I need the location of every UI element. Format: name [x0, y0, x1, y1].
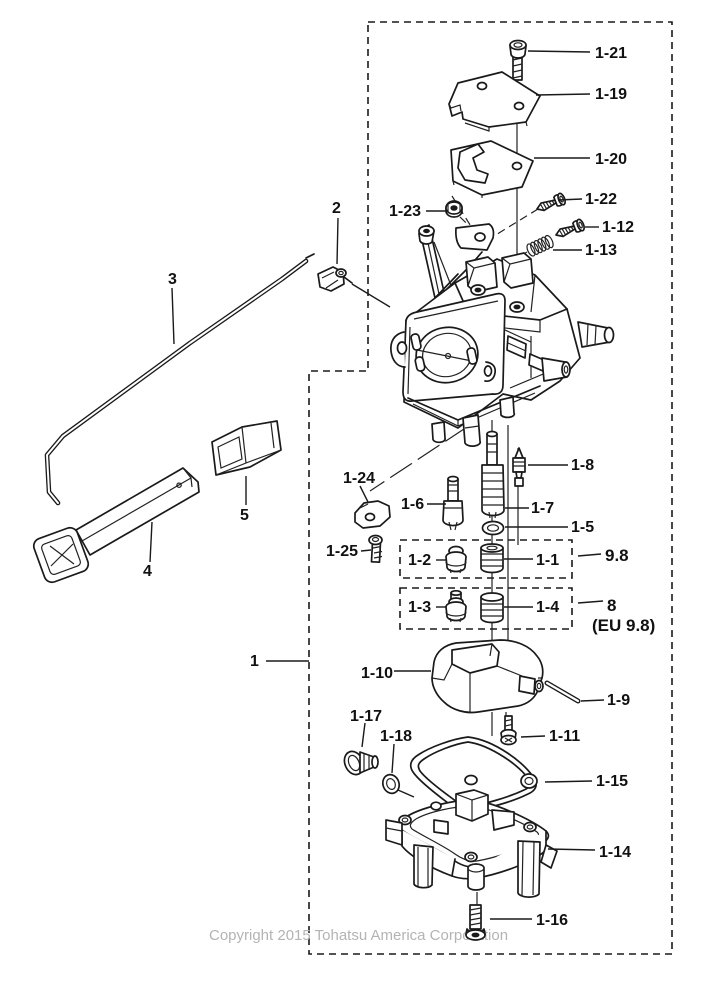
label-1-13: 1-13 [585, 242, 617, 259]
copyright-text: Copyright 2015 Tohatsu America Corporati… [209, 927, 508, 944]
part-jet-1-4 [480, 592, 504, 624]
label-1-14: 1-14 [599, 844, 631, 861]
label-1-23: 1-23 [389, 203, 421, 220]
label-1-9: 1-9 [607, 692, 630, 709]
part-jet-1-2 [445, 545, 467, 574]
part-nut-1-23 [445, 200, 463, 218]
label-group-eu-9-8: (EU 9.8) [592, 616, 655, 635]
part-cable-clamp-2 [317, 266, 353, 292]
part-drain-plug-1-17 [343, 750, 379, 776]
main-assembly-dashed-border [308, 21, 673, 955]
part-float-1-10 [431, 639, 544, 714]
label-1-11: 1-11 [549, 728, 580, 745]
label-1-20: 1-20 [595, 151, 627, 168]
label-1-16: 1-16 [536, 912, 568, 929]
label-1-21: 1-21 [595, 45, 627, 62]
label-1-5: 1-5 [571, 519, 594, 536]
part-washer-1-5 [481, 520, 505, 536]
part-oring-1-18 [381, 773, 401, 795]
label-1-12: 1-12 [602, 219, 634, 236]
label-group-8: 8 [607, 596, 616, 615]
label-group-9-8: 9.8 [605, 546, 629, 565]
part-screw-1-21 [509, 39, 527, 81]
label-1: 1 [250, 653, 259, 670]
callout-leader-lines [149, 50, 605, 920]
part-gasket-1-20 [450, 140, 534, 198]
part-plate-1-19 [448, 71, 541, 132]
label-3: 3 [168, 271, 177, 288]
part-screw-1-25 [368, 534, 383, 564]
part-sleeve-5 [211, 420, 282, 476]
callout-labels: 1-21 1-19 1-20 1-22 1-12 1-13 1-23 2 3 1… [143, 45, 655, 929]
label-1-25: 1-25 [326, 543, 358, 560]
label-2: 2 [332, 200, 341, 217]
label-1-18: 1-18 [380, 728, 412, 745]
variant-98-dashed-box [399, 539, 573, 579]
label-1-15: 1-15 [596, 773, 628, 790]
label-1-19: 1-19 [595, 86, 627, 103]
part-carburetor-body [390, 223, 615, 447]
label-1-2: 1-2 [408, 552, 431, 569]
part-rod-3 [44, 253, 315, 506]
label-1-24: 1-24 [343, 470, 375, 487]
part-screw-1-11 [500, 715, 517, 746]
variant-8-dashed-box [399, 587, 573, 630]
part-jet-1-6 [442, 475, 464, 531]
part-needle-valve-1-8 [512, 447, 526, 487]
label-4: 4 [143, 563, 152, 580]
label-1-3: 1-3 [408, 599, 431, 616]
part-float-chamber-1-14 [385, 789, 558, 898]
part-screw-1-12 [552, 217, 587, 242]
part-grip-tube-4 [32, 467, 200, 584]
label-1-6: 1-6 [401, 496, 424, 513]
part-spring-1-13 [524, 233, 556, 258]
label-1-17: 1-17 [350, 708, 382, 725]
label-5: 5 [240, 507, 249, 524]
part-drain-screw-1-16 [465, 904, 486, 941]
part-float-pin-1-9 [544, 680, 581, 704]
label-1-22: 1-22 [585, 191, 617, 208]
label-1-10: 1-10 [361, 665, 393, 682]
label-1-4: 1-4 [536, 599, 559, 616]
part-jet-1-1 [480, 543, 504, 574]
part-jet-1-3 [445, 589, 467, 623]
label-1-7: 1-7 [531, 500, 554, 517]
label-1-1: 1-1 [536, 552, 559, 569]
part-bracket-1-24 [354, 500, 391, 529]
part-nozzle-1-7 [481, 430, 505, 519]
label-1-8: 1-8 [571, 457, 594, 474]
part-screw-1-22 [533, 191, 568, 216]
